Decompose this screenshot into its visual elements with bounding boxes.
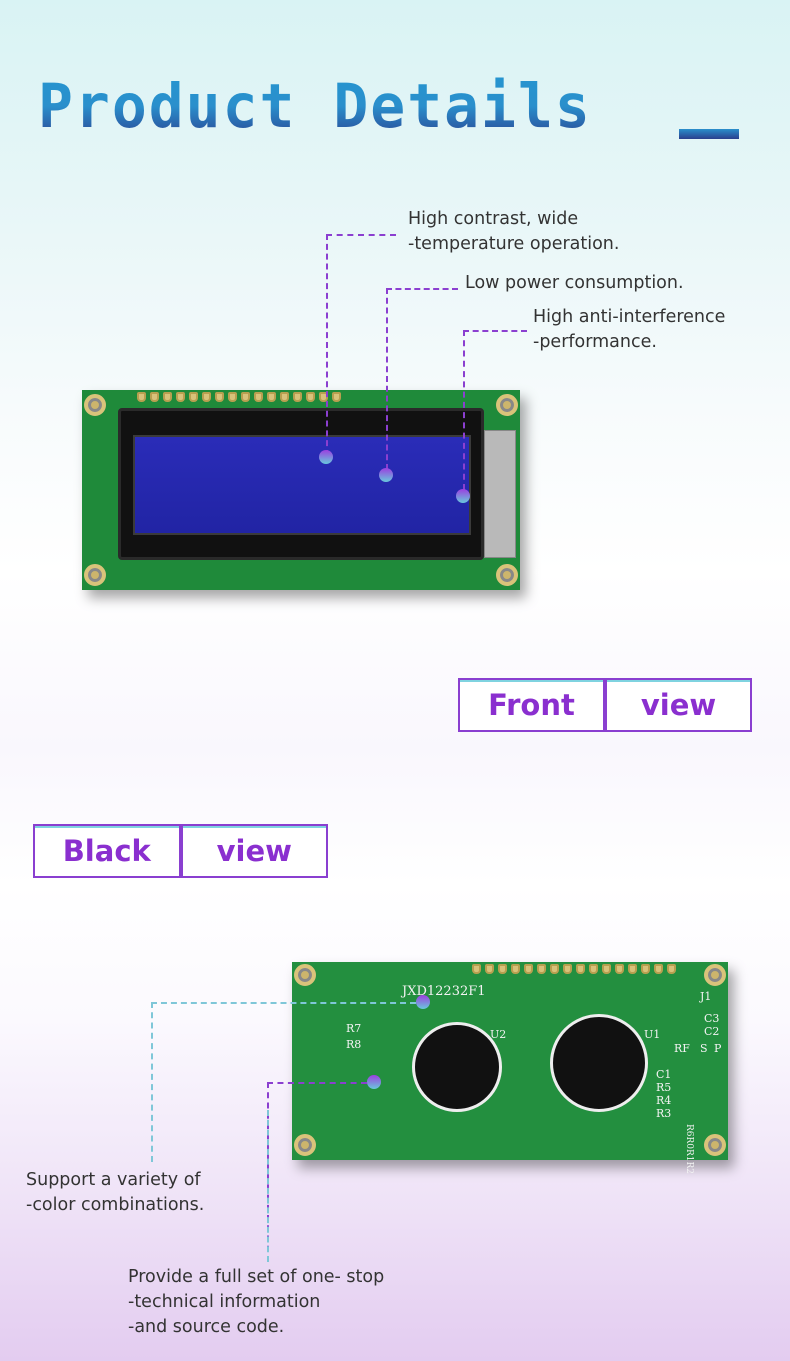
- callout-colors: Support a variety of -color combinations…: [26, 1170, 205, 1215]
- pin: [589, 964, 598, 974]
- model-marking: JXD12232F1: [402, 984, 486, 999]
- mount-hole: [496, 564, 518, 586]
- pin: [176, 392, 185, 402]
- mount-hole: [496, 394, 518, 416]
- lcd-bezel: [118, 408, 484, 560]
- mount-hole: [704, 1134, 726, 1156]
- pin: [228, 392, 237, 402]
- chip-blob-u1: [550, 1014, 648, 1112]
- lcd-front-image: [82, 390, 520, 590]
- header-pins: [472, 964, 676, 974]
- r4-marking: R4: [656, 1094, 672, 1107]
- pin: [576, 964, 585, 974]
- c3-marking: C3: [704, 1012, 720, 1025]
- callout-line: [463, 330, 527, 490]
- lcd-back-image: JXD12232F1 U2 U1 R7 R8 J1 C3 C2 RF S P C…: [292, 962, 728, 1174]
- callout-line: [326, 234, 396, 456]
- mount-hole: [294, 1134, 316, 1156]
- s-marking: S: [700, 1042, 708, 1055]
- p-marking: P: [714, 1042, 722, 1055]
- r-stack-marking: R6R0R1R2: [684, 1124, 694, 1175]
- lcd-display: [133, 435, 471, 535]
- callout-dot: [379, 468, 393, 482]
- mount-hole: [704, 964, 726, 986]
- pin: [254, 392, 263, 402]
- pin: [267, 392, 276, 402]
- pin: [293, 392, 302, 402]
- pin: [654, 964, 663, 974]
- pin: [537, 964, 546, 974]
- callout-dot: [416, 995, 430, 1009]
- pin: [498, 964, 507, 974]
- pin: [550, 964, 559, 974]
- pin: [137, 392, 146, 402]
- c2-marking: C2: [704, 1025, 720, 1038]
- r8-marking: R8: [346, 1038, 362, 1051]
- r3-marking: R3: [656, 1107, 672, 1120]
- j1-marking: J1: [700, 990, 712, 1003]
- pin: [215, 392, 224, 402]
- mount-hole: [84, 394, 106, 416]
- pin: [602, 964, 611, 974]
- r7-marking: R7: [346, 1022, 362, 1035]
- pin: [202, 392, 211, 402]
- front-view-word1: Front: [488, 688, 575, 722]
- callout-dot: [456, 489, 470, 503]
- pin: [241, 392, 250, 402]
- mount-hole: [294, 964, 316, 986]
- pin: [563, 964, 572, 974]
- header-pins: [137, 392, 341, 402]
- title-accent-bar: [679, 129, 739, 139]
- u2-marking: U2: [490, 1028, 507, 1041]
- pin: [332, 392, 341, 402]
- page-title: Product Details: [38, 70, 592, 142]
- pin: [189, 392, 198, 402]
- callout-dot: [367, 1075, 381, 1089]
- callout-line: [151, 1002, 416, 1162]
- u1-marking: U1: [644, 1028, 661, 1041]
- pin: [150, 392, 159, 402]
- rf-marking: RF: [674, 1042, 690, 1055]
- pin: [485, 964, 494, 974]
- pin: [280, 392, 289, 402]
- pin: [306, 392, 315, 402]
- pin: [628, 964, 637, 974]
- callout-technical-info: Provide a full set of one- stop -technic…: [128, 1267, 385, 1337]
- backlight-connector: [484, 430, 516, 558]
- front-view-word2: view: [640, 688, 717, 722]
- pin: [615, 964, 624, 974]
- callout-power: Low power consumption.: [465, 273, 684, 293]
- pin: [524, 964, 533, 974]
- mount-hole: [84, 564, 106, 586]
- callout-line: [386, 288, 458, 470]
- r5-marking: R5: [656, 1081, 672, 1094]
- pin: [641, 964, 650, 974]
- chip-blob-u2: [412, 1022, 502, 1112]
- back-view-label: Black view: [33, 824, 328, 878]
- pin: [511, 964, 520, 974]
- callout-line: [267, 1082, 367, 1262]
- callout-contrast: High contrast, wide -temperature operati…: [408, 209, 620, 254]
- pin: [667, 964, 676, 974]
- back-view-word2: view: [216, 834, 292, 868]
- callout-line: [267, 1110, 269, 1262]
- callout-dot: [319, 450, 333, 464]
- pin: [163, 392, 172, 402]
- front-view-label: Front view: [458, 678, 752, 732]
- c1-marking: C1: [656, 1068, 672, 1081]
- pin: [472, 964, 481, 974]
- back-view-word1: Black: [62, 834, 151, 868]
- callout-interference: High anti-interference -performance.: [533, 307, 726, 352]
